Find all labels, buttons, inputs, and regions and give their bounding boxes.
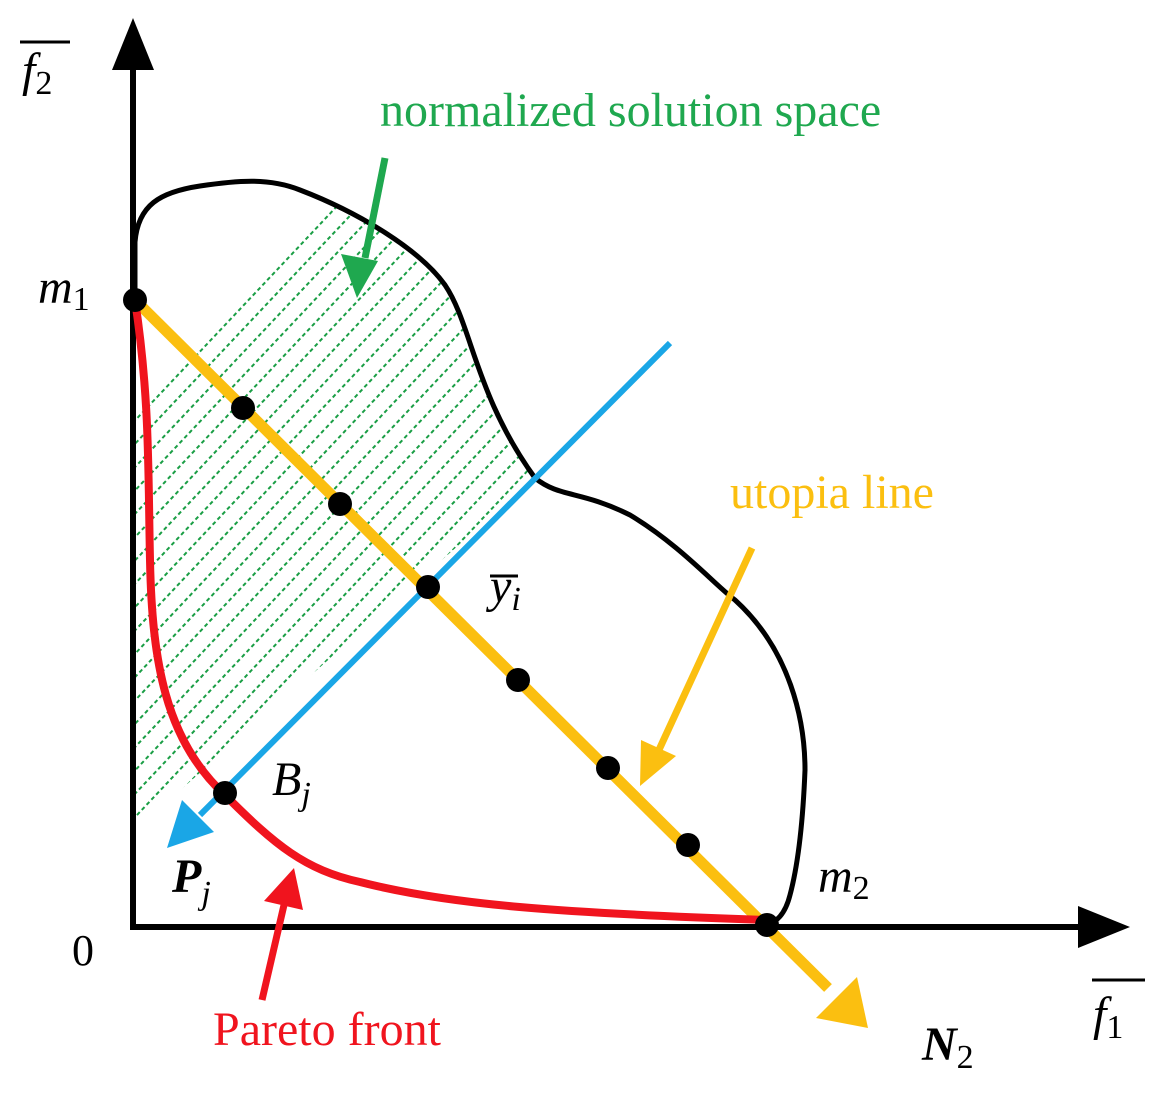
- hatch-line: [135, 181, 535, 830]
- hatch-line: [135, 181, 501, 830]
- utopia-points: [123, 288, 779, 937]
- m1-label: m1: [38, 261, 90, 318]
- utopia-pointer-arrow: [640, 546, 756, 786]
- P-j-label: Pj: [171, 850, 211, 912]
- origin-label: 0: [72, 926, 94, 975]
- pareto-pointer-arrow: [258, 868, 303, 1001]
- utopia-point: [506, 668, 530, 692]
- region-pointer-arrow: [341, 157, 389, 298]
- point-m1: [123, 288, 147, 312]
- point-B-j: [213, 781, 237, 805]
- hatch-line: [135, 181, 479, 830]
- hatch-line: [389, 181, 535, 830]
- m2-label: m2: [818, 850, 870, 907]
- utopia-line-label: utopia line: [730, 466, 934, 519]
- hatch-line: [135, 181, 535, 830]
- point-y-bar-i: [416, 575, 440, 599]
- utopia-arrowhead: [816, 977, 868, 1028]
- axes: [112, 18, 1130, 948]
- hatch-line: [135, 181, 535, 830]
- y-axis-label: f2: [22, 44, 52, 102]
- point-m2: [755, 913, 779, 937]
- hatch-line: [135, 181, 535, 830]
- hatch-line: [135, 181, 535, 830]
- hatch-line: [135, 181, 535, 830]
- normal-arrowhead: [167, 800, 214, 848]
- utopia-point: [231, 396, 255, 420]
- B-j-label: Bj: [272, 753, 311, 813]
- x-axis-label: f1: [1093, 988, 1123, 1046]
- hatch-line: [135, 181, 535, 830]
- y-bar-i-label: yi: [485, 560, 521, 618]
- N2-label: N2: [921, 1018, 974, 1076]
- y-axis-arrowhead: [112, 18, 154, 70]
- hatch-line: [135, 181, 535, 830]
- hatch-line: [135, 181, 523, 830]
- hatch-line: [135, 181, 535, 830]
- utopia-point: [676, 833, 700, 857]
- utopia-point: [596, 756, 620, 780]
- region-label: normalized solution space: [380, 84, 881, 137]
- pareto-front-label: Pareto front: [213, 1003, 442, 1056]
- hatch-line: [135, 181, 535, 830]
- solution-space-boundary: [132, 178, 808, 928]
- x-axis-arrowhead: [1078, 906, 1130, 948]
- hatch-line: [147, 181, 535, 830]
- hatch-line: [135, 181, 457, 830]
- utopia-point: [328, 492, 352, 516]
